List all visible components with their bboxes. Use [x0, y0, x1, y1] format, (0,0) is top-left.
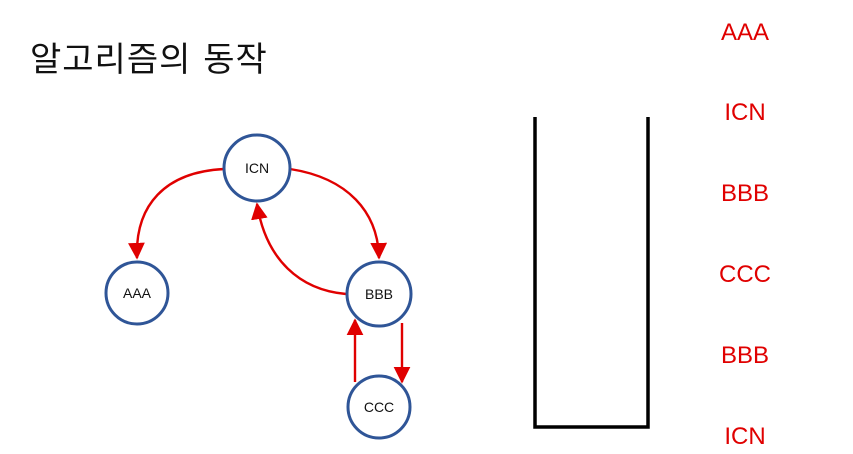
- edge-bbb-to-icn: [251, 202, 347, 296]
- node-bbb-label: BBB: [365, 286, 393, 302]
- node-bbb: BBB: [345, 260, 413, 328]
- result-item: CCC: [719, 261, 771, 288]
- result-item: ICN: [724, 99, 766, 126]
- edge-icn-to-aaa: [128, 167, 225, 260]
- result-item: BBB: [720, 180, 770, 207]
- node-aaa: AAA: [104, 260, 170, 326]
- result-item: AAA: [720, 19, 770, 46]
- node-ccc: CCC: [346, 374, 412, 440]
- page-title: 알고리즘의 동작: [30, 40, 268, 80]
- result-item: BBB: [720, 342, 770, 369]
- result-item: ICN: [724, 423, 766, 450]
- node-aaa-label: AAA: [123, 285, 152, 301]
- edge-icn-to-bbb: [289, 167, 388, 260]
- node-ccc-label: CCC: [364, 399, 394, 415]
- node-icn-label: ICN: [245, 160, 269, 176]
- node-icn: ICN: [222, 133, 292, 203]
- stack-container: [533, 117, 650, 429]
